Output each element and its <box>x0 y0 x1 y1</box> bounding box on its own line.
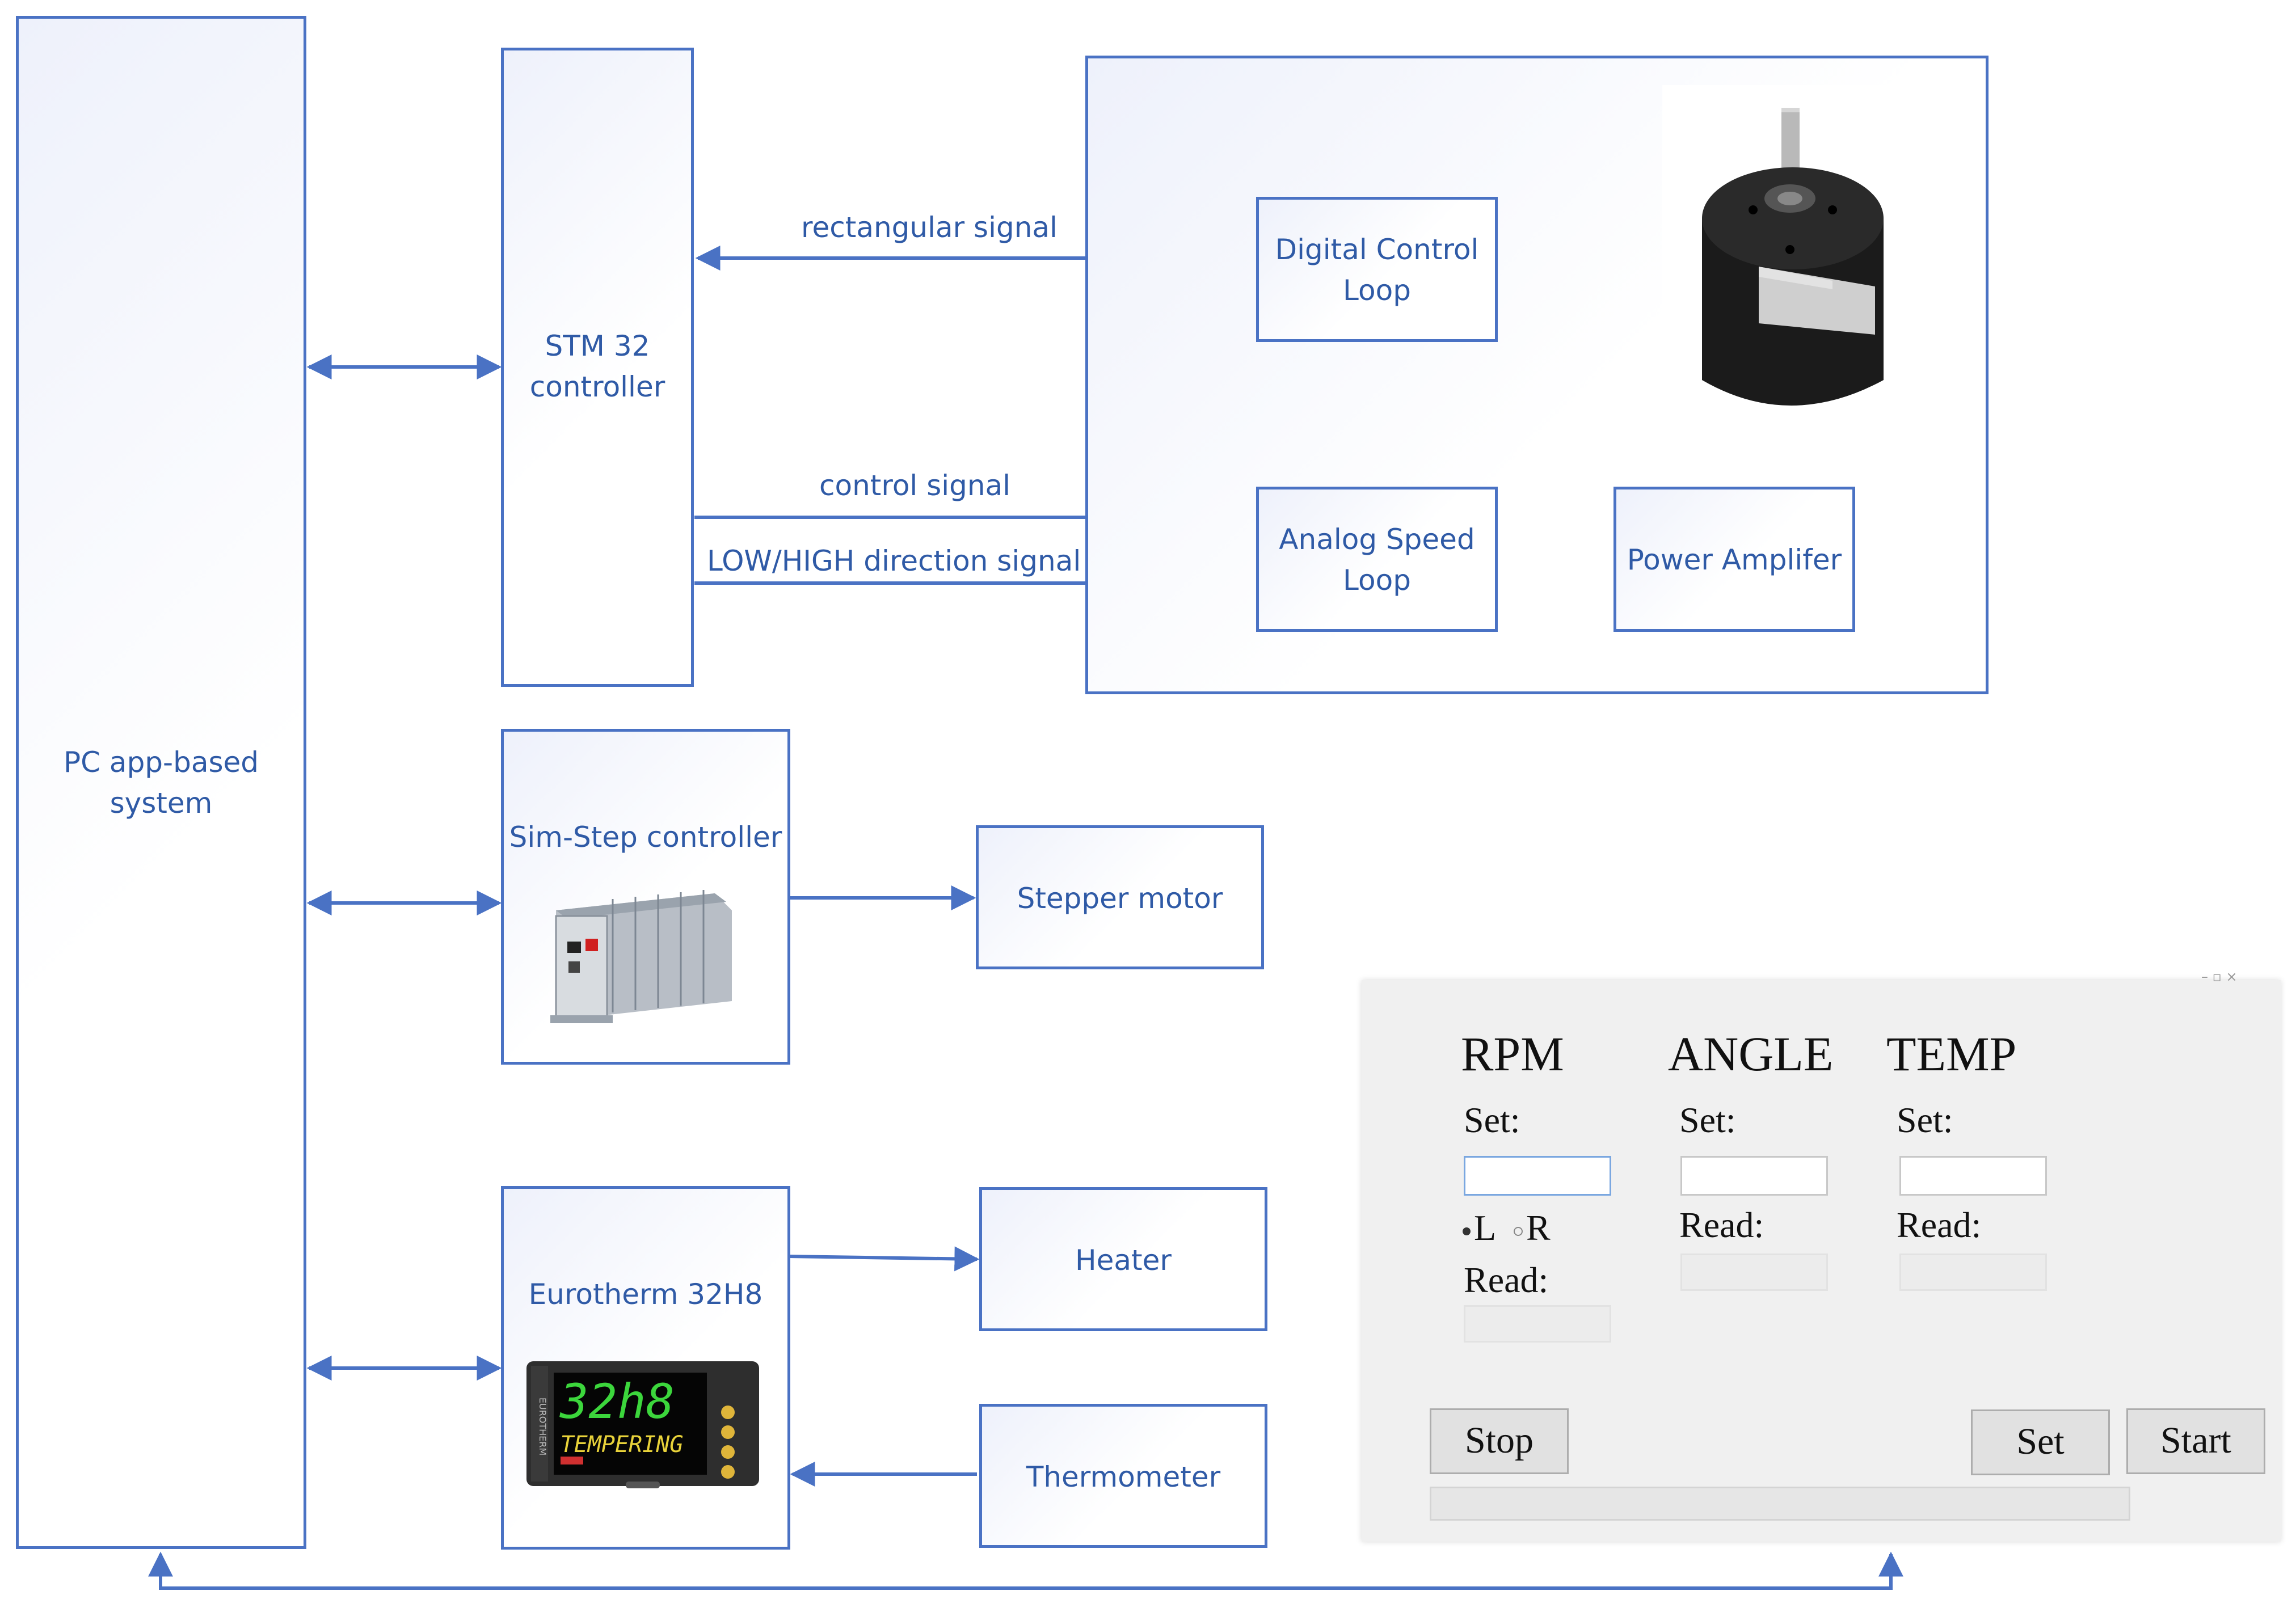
pc-system-block: PC app-based system <box>16 16 306 1549</box>
radio-left-label: L <box>1474 1208 1497 1248</box>
simstep-device-photo <box>545 876 738 1029</box>
angle-set-label: Set: <box>1679 1100 1736 1140</box>
thermometer-label: Thermometer <box>1026 1461 1221 1493</box>
power-amplifier-block: Power Amplifer <box>1613 487 1855 632</box>
digital-control-loop-label: Digital Control Loop <box>1275 233 1479 307</box>
rpm-read-label: Read: <box>1464 1260 1549 1300</box>
stepper-motor-block: Stepper motor <box>976 825 1264 969</box>
eurotherm-device-photo: EUROTHERM 32h8 TEMPERING <box>526 1361 759 1492</box>
stm32-block: STM 32 controller <box>501 48 694 687</box>
eurotherm-brand-text: EUROTHERM <box>537 1398 548 1455</box>
rpm-read-value <box>1464 1305 1611 1343</box>
angle-read-value <box>1680 1254 1828 1291</box>
heater-block: Heater <box>979 1187 1267 1331</box>
set-button[interactable]: Set <box>1971 1409 2110 1475</box>
power-amplifier-label: Power Amplifer <box>1627 543 1842 576</box>
link-pc-app <box>148 1551 1903 1590</box>
link-eurotherm-heater <box>789 1246 980 1272</box>
heater-label: Heater <box>1075 1244 1172 1277</box>
temp-set-label: Set: <box>1897 1100 1953 1140</box>
pc-system-label: PC app-based system <box>63 746 259 820</box>
control-app-window: – ▫ × RPM ANGLE TEMP Set: Set: Set: L R … <box>1362 969 2281 1542</box>
eurotherm-display-value: 32h8 <box>559 1374 675 1429</box>
direction-radio-right[interactable]: R <box>1514 1207 1551 1249</box>
direction-radio-left[interactable]: L <box>1463 1207 1496 1249</box>
rpm-header: RPM <box>1461 1027 1564 1081</box>
stop-button[interactable]: Stop <box>1430 1408 1569 1474</box>
rpm-set-input[interactable] <box>1464 1156 1611 1196</box>
digital-control-loop-block: Digital Control Loop <box>1256 197 1498 342</box>
thermometer-block: Thermometer <box>979 1404 1267 1548</box>
temp-read-value <box>1899 1254 2047 1291</box>
control-signal-label: control signal <box>819 469 1011 502</box>
stepper-motor-label: Stepper motor <box>1017 882 1223 915</box>
progress-bar <box>1430 1487 2130 1521</box>
temp-header: TEMP <box>1886 1027 2017 1081</box>
analog-speed-loop-label: Analog Speed Loop <box>1279 523 1475 597</box>
temp-read-label: Read: <box>1897 1205 1982 1245</box>
eurotherm-label: Eurotherm 32H8 <box>528 1278 763 1311</box>
direction-signal-label: LOW/HIGH direction signal <box>707 545 1081 577</box>
angle-header: ANGLE <box>1668 1027 1834 1081</box>
angle-set-input[interactable] <box>1680 1156 1828 1196</box>
simstep-controller-label: Sim-Step controller <box>509 821 782 854</box>
eurotherm-display-text: TEMPERING <box>561 1432 684 1458</box>
temp-set-input[interactable] <box>1899 1156 2047 1196</box>
rectangular-signal-label: rectangular signal <box>801 211 1058 244</box>
radio-right-label: R <box>1526 1208 1551 1248</box>
start-button[interactable]: Start <box>2126 1408 2265 1474</box>
analog-speed-loop-block: Analog Speed Loop <box>1256 487 1498 632</box>
stm32-label: STM 32 controller <box>529 330 665 403</box>
rpm-set-label: Set: <box>1464 1100 1520 1140</box>
window-controls: – ▫ × <box>2201 969 2238 985</box>
angle-read-label: Read: <box>1679 1205 1764 1245</box>
radio-left-dot <box>1463 1227 1471 1236</box>
motor-photo <box>1662 85 1923 431</box>
radio-right-dot <box>1514 1227 1523 1236</box>
